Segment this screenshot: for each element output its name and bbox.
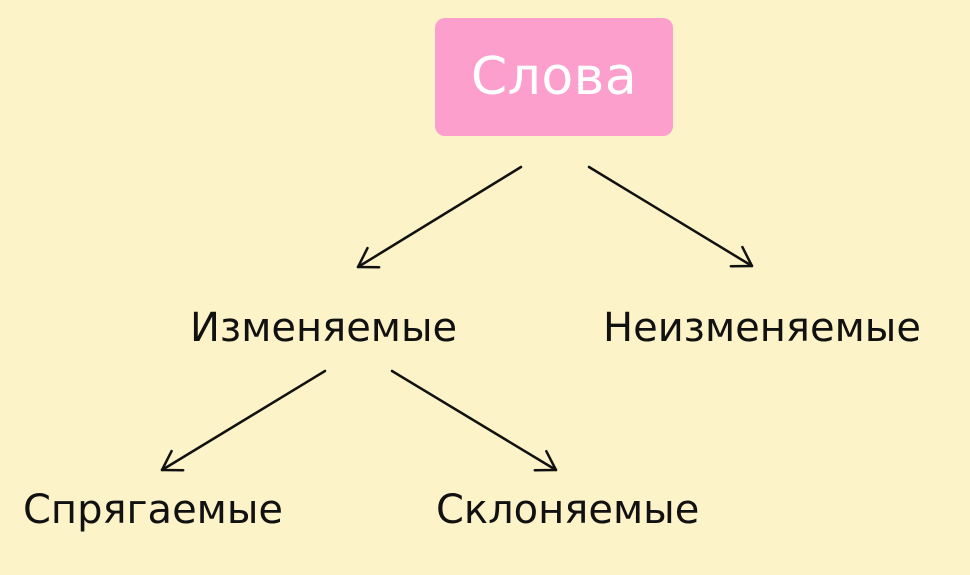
- arrow-root-to-changeable: [356, 165, 523, 269]
- node-conjugated: Спрягаемые: [23, 487, 284, 533]
- arrow-changeable-to-declined: [390, 369, 558, 472]
- node-changeable: Изменяемые: [190, 305, 458, 351]
- root-node-label: Слова: [470, 47, 638, 107]
- arrow-root-to-unchangeable: [587, 165, 754, 268]
- root-node-box: Слова: [435, 18, 673, 136]
- node-unchangeable: Неизменяемые: [603, 305, 921, 351]
- arrow-changeable-to-conjugated: [160, 369, 327, 472]
- node-declined: Склоняемые: [436, 487, 700, 533]
